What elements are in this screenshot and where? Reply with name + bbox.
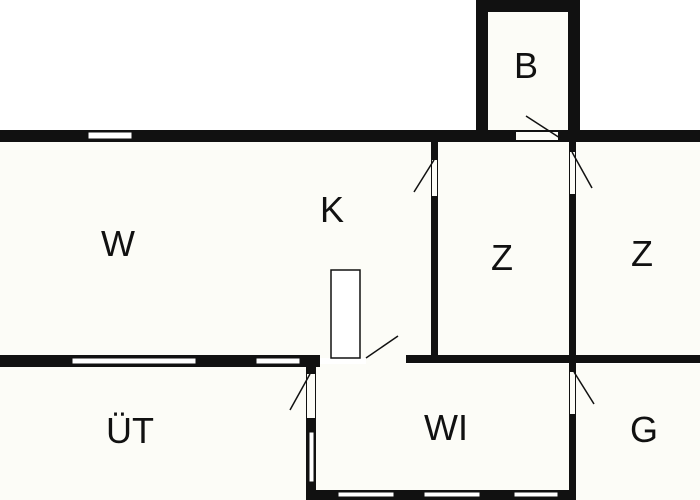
wall-middle-right <box>406 355 700 363</box>
door-swing-z2 <box>571 151 593 189</box>
room-label-b: B <box>514 45 538 86</box>
floor-room-wi <box>316 364 570 490</box>
door-swing-balcony <box>525 115 561 139</box>
floor-room-z2 <box>576 140 700 358</box>
door-gap-g <box>570 372 575 414</box>
door-gap-z1 <box>432 160 437 196</box>
kitchen-counter <box>330 269 361 359</box>
window-wi-bottom-1 <box>337 491 395 498</box>
floor-areas <box>0 12 700 500</box>
room-label-g: G <box>630 409 658 450</box>
room-label-w: W <box>101 223 135 264</box>
window-ut-1 <box>71 357 197 365</box>
door-gap-z2 <box>570 152 575 194</box>
window-wi-bottom-3 <box>513 491 559 498</box>
door-swing-ut <box>289 373 311 411</box>
door-swings <box>289 115 595 411</box>
door-openings <box>307 132 575 418</box>
door-gap-balcony <box>516 132 558 140</box>
floor-room-g <box>576 364 700 500</box>
door-swing-z1 <box>413 159 435 193</box>
room-label-z1: Z <box>491 237 513 278</box>
window-living-top <box>87 131 133 140</box>
door-gap-ut <box>307 374 315 418</box>
room-label-k: K <box>320 189 344 230</box>
windows <box>71 131 559 498</box>
wall-balcony-right <box>568 0 580 140</box>
room-label-wi: WI <box>424 407 468 448</box>
door-swing-kitchen-wi <box>365 335 399 359</box>
floor-living-kitchen <box>0 140 432 358</box>
room-label-z2: Z <box>631 233 653 274</box>
wall-z1-z2 <box>569 140 576 500</box>
window-ut-2 <box>255 357 301 365</box>
floor-room-z1 <box>438 140 570 358</box>
room-labels: W K B Z Z ÜT WI G <box>101 45 658 451</box>
wall-balcony-left <box>476 0 488 140</box>
room-label-ut: ÜT <box>106 410 154 451</box>
window-wi-bottom-2 <box>423 491 481 498</box>
floor-room-ut <box>0 364 306 500</box>
door-gap-kitchen-wi <box>366 356 406 364</box>
wall-balcony-top <box>476 0 580 12</box>
door-swing-g <box>573 371 595 405</box>
wall-kitchen-z1 <box>431 140 438 360</box>
window-wi-side <box>308 431 315 483</box>
